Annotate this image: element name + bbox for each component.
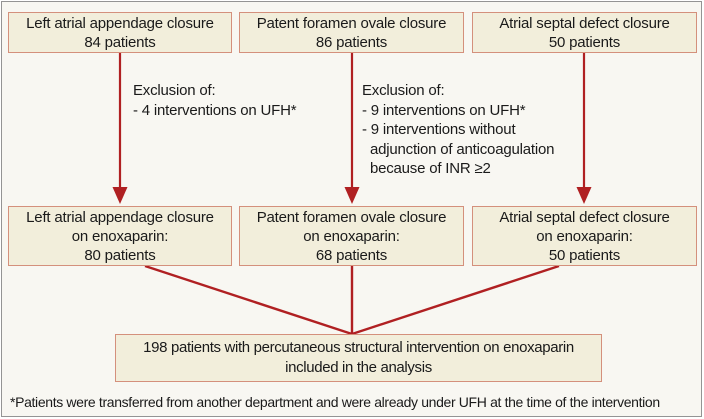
exclusion-note-pfo: Exclusion of: - 9 interventions on UFH* … bbox=[362, 82, 555, 177]
arrow-asd-head-icon bbox=[576, 187, 592, 204]
box-laac-total: Left atrial appendage closure 84 patient… bbox=[8, 12, 232, 53]
connector-laac-merge bbox=[144, 264, 353, 336]
connector-asd-merge bbox=[351, 264, 560, 336]
footnote: *Patients were transferred from another … bbox=[10, 394, 660, 410]
arrow-laac-head-icon bbox=[112, 187, 128, 204]
box-pfo-total: Patent foramen ovale closure 86 patients bbox=[239, 12, 464, 53]
arrow-pfo-head-icon bbox=[344, 187, 360, 204]
exclusion-note-laac: Exclusion of: - 4 interventions on UFH* bbox=[133, 82, 297, 119]
box-asd-total: Atrial septal defect closure 50 patients bbox=[472, 12, 697, 53]
box-pfo-enoxaparin: Patent foramen ovale closure on enoxapar… bbox=[239, 206, 464, 266]
box-asd-enoxaparin: Atrial septal defect closure on enoxapar… bbox=[472, 206, 697, 266]
box-laac-enoxaparin: Left atrial appendage closure on enoxapa… bbox=[8, 206, 232, 266]
box-analysis-total: 198 patients with percutaneous structura… bbox=[115, 334, 602, 382]
